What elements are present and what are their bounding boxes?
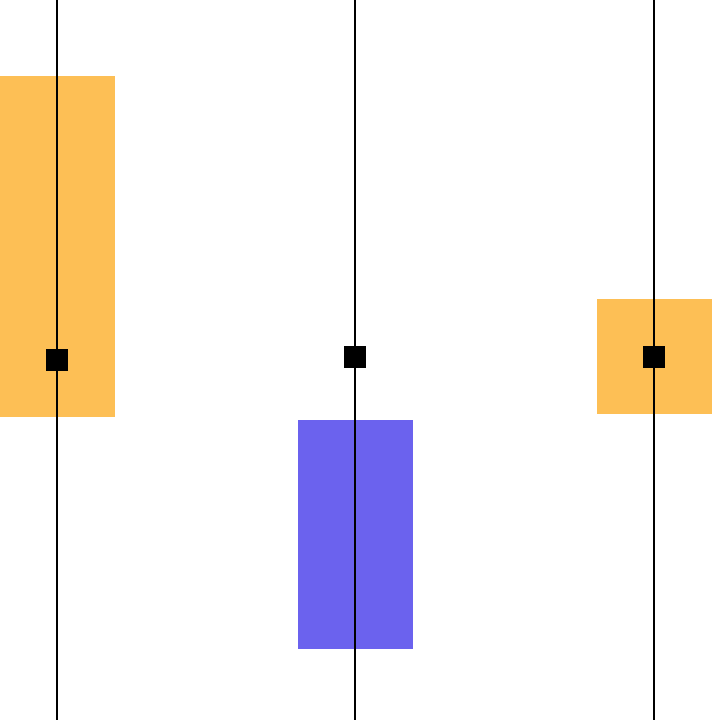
square-marker [46, 349, 68, 371]
square-marker [643, 346, 665, 368]
square-marker [344, 346, 366, 368]
